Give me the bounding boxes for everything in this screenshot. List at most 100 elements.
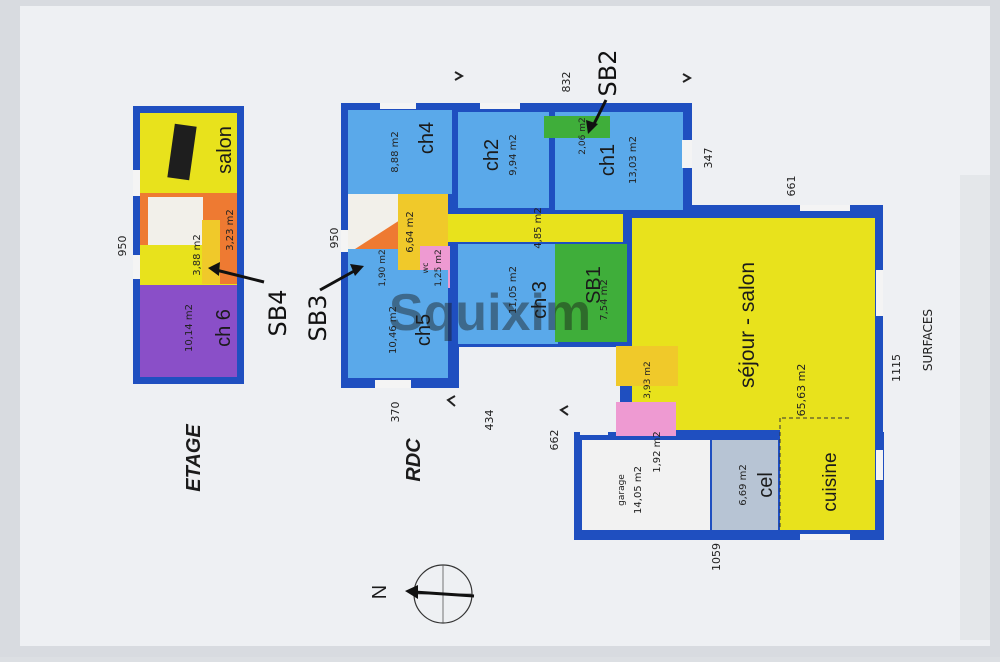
window-rdc-1 (380, 103, 416, 109)
label-salon-etage: salon (214, 126, 236, 174)
area-etage-small1: 3,88 m2 (192, 234, 203, 276)
area-small-b: 1,92 m2 (652, 431, 663, 473)
dim-tick-1 (454, 71, 465, 81)
area-ch2: 9,94 m2 (508, 134, 519, 176)
page-shadow (960, 175, 990, 640)
stairs-void-etage (167, 123, 197, 181)
label-ch3: ch 3 (529, 281, 551, 319)
dim-1059: 1059 (710, 543, 723, 571)
window-rdc-8 (375, 380, 411, 388)
dim-434: 434 (483, 410, 496, 431)
label-garage: garage (617, 474, 627, 506)
room-sb2 (544, 116, 610, 138)
area-sb1: 7,54 m2 (599, 279, 610, 321)
area-ch5: 10,46 m2 (388, 306, 399, 354)
dim-950-mid: 950 (328, 228, 341, 249)
arrow-sb4-head (208, 262, 220, 276)
compass-north-label: N (369, 585, 391, 599)
dim-347: 347 (702, 148, 715, 169)
window-rdc-6 (876, 450, 883, 480)
room-corridor (448, 214, 623, 242)
dim-370: 370 (389, 402, 402, 423)
label-cuisine: cuisine (820, 452, 841, 511)
window-rdc-2 (480, 103, 520, 109)
window-rdc-4 (800, 205, 850, 211)
north-compass: N (369, 564, 475, 624)
area-ch3: 11,05 m2 (508, 266, 519, 314)
dim-950-left: 950 (116, 236, 129, 257)
callout-sb3: SB3 (304, 295, 332, 342)
room-small-b (616, 402, 676, 436)
callouts: SB2 SB3 SB4 (208, 50, 622, 342)
dimensions: 950 950 832 347 661 1115 370 434 662 105… (116, 71, 903, 571)
room-ch2 (458, 112, 549, 208)
arrow-sb3 (319, 268, 357, 292)
area-garage: 14,05 m2 (633, 466, 644, 514)
area-corridor: 4,85 m2 (533, 207, 544, 249)
arrow-sb3-head (350, 264, 364, 276)
area-sb3: 1,90 m2 (378, 249, 388, 286)
title-surfaces: SURFACES (921, 309, 935, 371)
dim-tick-4 (559, 405, 569, 416)
area-etage-small2: 3,23 m2 (225, 209, 236, 251)
area-wc: 1,25 m2 (434, 249, 444, 286)
arrow-sb2-head (586, 120, 598, 134)
room-ch6 (140, 285, 237, 377)
callout-sb4: SB4 (264, 290, 292, 337)
room-small-a (616, 346, 678, 386)
dim-832: 832 (560, 72, 573, 93)
dim-tick-2 (682, 73, 693, 83)
room-sejour (632, 218, 875, 430)
label-wc: wc (421, 263, 430, 274)
room-labels: salon ch 6 10,14 m2 3,88 m2 3,23 m2 ch4 … (184, 117, 841, 514)
room-cel (712, 440, 778, 530)
area-small-a: 3,93 m2 (643, 361, 653, 398)
area-cel: 6,69 m2 (738, 464, 749, 506)
area-ch1: 13,03 m2 (628, 136, 639, 184)
label-sejour: séjour - salon (736, 262, 759, 388)
window-etage-1 (133, 170, 140, 196)
arrow-sb4 (215, 268, 265, 284)
label-cel: cel (755, 472, 777, 498)
area-sejour: 65,63 m2 (795, 364, 808, 417)
watermark: Squixim (389, 284, 591, 342)
room-ch4 (348, 110, 452, 194)
area-hall: 6,64 m2 (405, 211, 416, 253)
window-etage-2 (133, 255, 140, 279)
stair-rdc-landing (355, 220, 400, 249)
dim-1115: 1115 (890, 354, 903, 382)
compass-arrow-head (405, 585, 418, 599)
label-ch4: ch4 (416, 122, 438, 154)
stair-etage-steps (148, 197, 203, 247)
title-etage: ETAGE (183, 424, 205, 492)
label-ch6: ch 6 (213, 309, 235, 347)
area-ch4: 8,88 m2 (390, 131, 401, 173)
room-garage (582, 440, 710, 530)
label-ch2: ch2 (481, 139, 503, 171)
room-ch3 (458, 244, 558, 344)
window-rdc-7 (800, 534, 850, 540)
compass-arrow (413, 590, 475, 598)
room-sb1 (555, 244, 627, 342)
dim-662: 662 (548, 430, 561, 451)
area-sb2: 2,06 m2 (578, 117, 588, 154)
dim-661: 661 (785, 176, 798, 197)
entry-porch (580, 350, 608, 435)
dim-tick-3 (446, 395, 456, 407)
area-ch6: 10,14 m2 (184, 304, 195, 352)
title-rdc: RDC (403, 438, 425, 482)
room-ch5 (348, 270, 448, 378)
window-rdc-9 (341, 230, 348, 252)
room-etage-small2 (220, 198, 237, 284)
label-sb1: SB1 (583, 266, 605, 304)
label-ch1: ch1 (597, 144, 619, 176)
callout-sb2: SB2 (594, 50, 622, 97)
label-ch5: ch5 (413, 314, 435, 346)
etage-plan (133, 106, 244, 384)
window-rdc-3 (682, 140, 692, 168)
rdc-plan (341, 103, 884, 540)
window-rdc-5 (876, 270, 883, 316)
room-cuisine (780, 418, 875, 530)
